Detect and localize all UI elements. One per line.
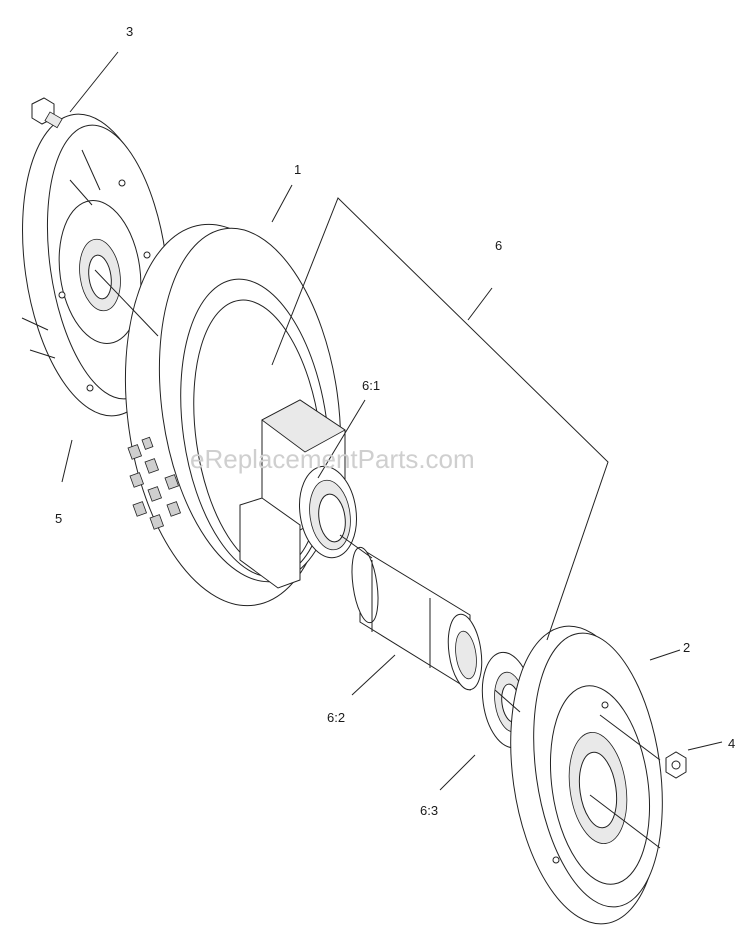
callout-6: 6: [495, 238, 502, 253]
callout-1: 1: [294, 162, 301, 177]
callout-4: 4: [728, 736, 735, 751]
tire-tread-pattern: [127, 436, 182, 530]
callout-6-1: 6:1: [362, 378, 380, 393]
part-2-wheel-half-right: [510, 625, 663, 925]
callout-5: 5: [55, 511, 62, 526]
part-6-2-spacer-tube: [351, 546, 483, 691]
part-6-1-hub-block: [239, 399, 357, 589]
watermark-text: eReplacementParts.com: [190, 444, 475, 474]
callout-labels: 3 1 6 6:1 5 2 6:2 4 6:3: [55, 24, 735, 818]
callout-6-3: 6:3: [420, 803, 438, 818]
part-6-bracket: [271, 197, 609, 641]
callout-3: 3: [126, 24, 133, 39]
callout-6-2: 6:2: [327, 710, 345, 725]
assembly-axis-lines: [94, 269, 661, 849]
leader-lines: [61, 51, 723, 791]
callout-2: 2: [683, 640, 690, 655]
part-4-nut: [665, 751, 687, 779]
part-3-bolt: [31, 97, 63, 129]
